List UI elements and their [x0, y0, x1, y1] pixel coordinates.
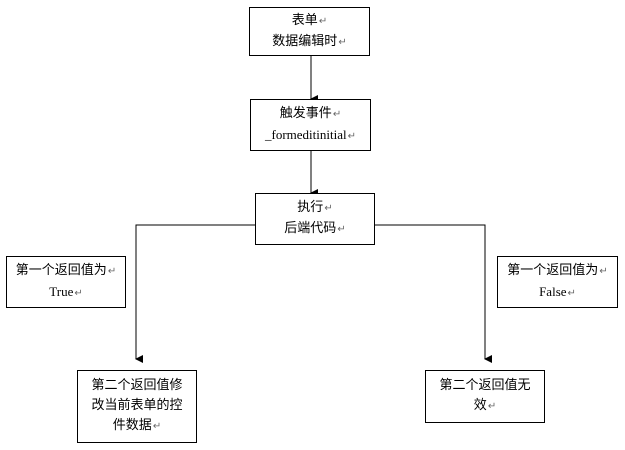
return-mark: ↵	[332, 108, 342, 120]
return-mark: ↵	[567, 287, 576, 299]
node-trigger-line2: _formeditinitial	[265, 126, 347, 142]
node-first-false: 第一个返回值为↵ False↵	[497, 256, 618, 308]
node-second-modify: 第二个返回值修 改当前表单的控 件数据↵	[77, 370, 197, 443]
return-mark: ↵	[152, 421, 162, 432]
return-mark: ↵	[347, 130, 356, 142]
node-first-true: 第一个返回值为↵ True↵	[6, 256, 126, 308]
node-first-true-line1: 第一个返回值为	[15, 262, 107, 278]
node-second-invalid: 第二个返回值无 效↵	[425, 370, 545, 423]
node-second-invalid-line1: 第二个返回值无	[439, 378, 531, 393]
node-form-edit-line2: 数据编辑时	[272, 33, 338, 49]
arrow-execute-to-right	[374, 224, 492, 363]
return-mark: ↵	[324, 203, 333, 214]
node-form-edit-line1: 表单	[291, 12, 318, 28]
node-trigger-line1: 触发事件	[279, 105, 332, 121]
return-mark: ↵	[487, 401, 497, 412]
return-mark: ↵	[318, 15, 328, 27]
node-trigger: 触发事件↵ _formeditinitial↵	[250, 99, 371, 151]
node-first-false-line1: 第一个返回值为	[507, 262, 599, 278]
arrow-execute-to-left	[135, 224, 256, 363]
node-execute-line1: 执行	[297, 200, 324, 215]
node-second-modify-line2: 改当前表单的控	[91, 398, 183, 413]
return-mark: ↵	[337, 224, 346, 235]
return-mark: ↵	[107, 265, 117, 277]
node-execute-line2: 后端代码	[284, 221, 337, 236]
node-first-true-line2: True	[49, 283, 74, 299]
node-second-invalid-line2: 效	[473, 398, 487, 413]
return-mark: ↵	[599, 265, 608, 277]
return-mark: ↵	[338, 36, 347, 48]
node-execute: 执行↵ 后端代码↵	[255, 193, 375, 245]
node-second-modify-line1: 第二个返回值修	[91, 378, 183, 393]
node-second-modify-line3: 件数据	[112, 418, 152, 433]
return-mark: ↵	[74, 287, 83, 299]
node-first-false-line2: False	[539, 283, 567, 299]
node-form-edit: 表单↵ 数据编辑时↵	[249, 7, 370, 56]
